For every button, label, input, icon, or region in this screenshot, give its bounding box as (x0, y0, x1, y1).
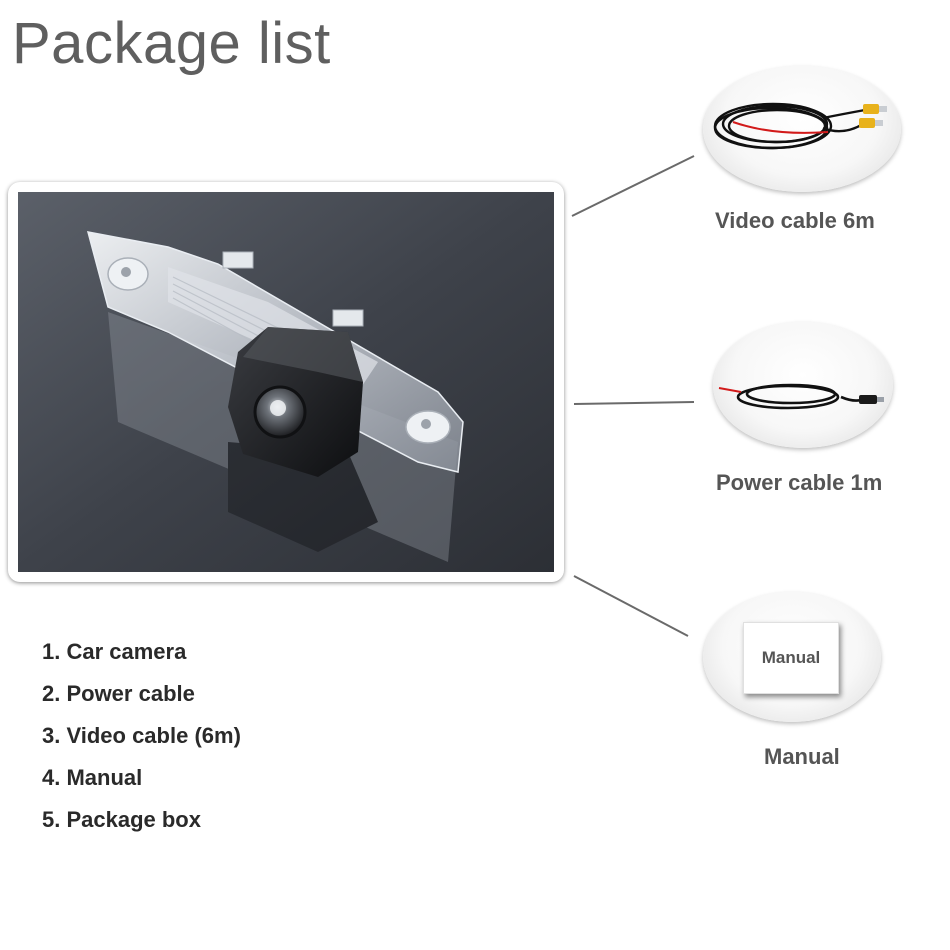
power-cable-icon (718, 383, 884, 410)
package-list: 1. Car camera 2. Power cable 3. Video ca… (42, 636, 241, 846)
power-cable-image (713, 322, 893, 448)
video-cable-icon (713, 102, 887, 150)
connector-line-manual (573, 575, 689, 637)
connector-line-video (571, 155, 695, 217)
page-title: Package list (12, 11, 331, 76)
manual-card-label: Manual (761, 648, 821, 667)
list-item: 1. Car camera (42, 639, 187, 664)
list-item: 4. Manual (42, 765, 143, 790)
list-item: 5. Package box (42, 807, 201, 832)
camera-photo-frame (8, 182, 564, 582)
video-cable-image (703, 66, 901, 192)
power-cable-caption: Power cable 1m (716, 470, 883, 495)
list-item: 2. Power cable (42, 681, 195, 706)
list-item: 3. Video cable (6m) (42, 723, 241, 748)
car-camera-image (18, 192, 554, 572)
manual-caption: Manual (764, 744, 840, 769)
connector-line-power (573, 401, 695, 405)
manual-image: Manual (703, 592, 881, 722)
video-cable-caption: Video cable 6m (715, 208, 875, 233)
manual-icon: Manual (743, 622, 839, 694)
